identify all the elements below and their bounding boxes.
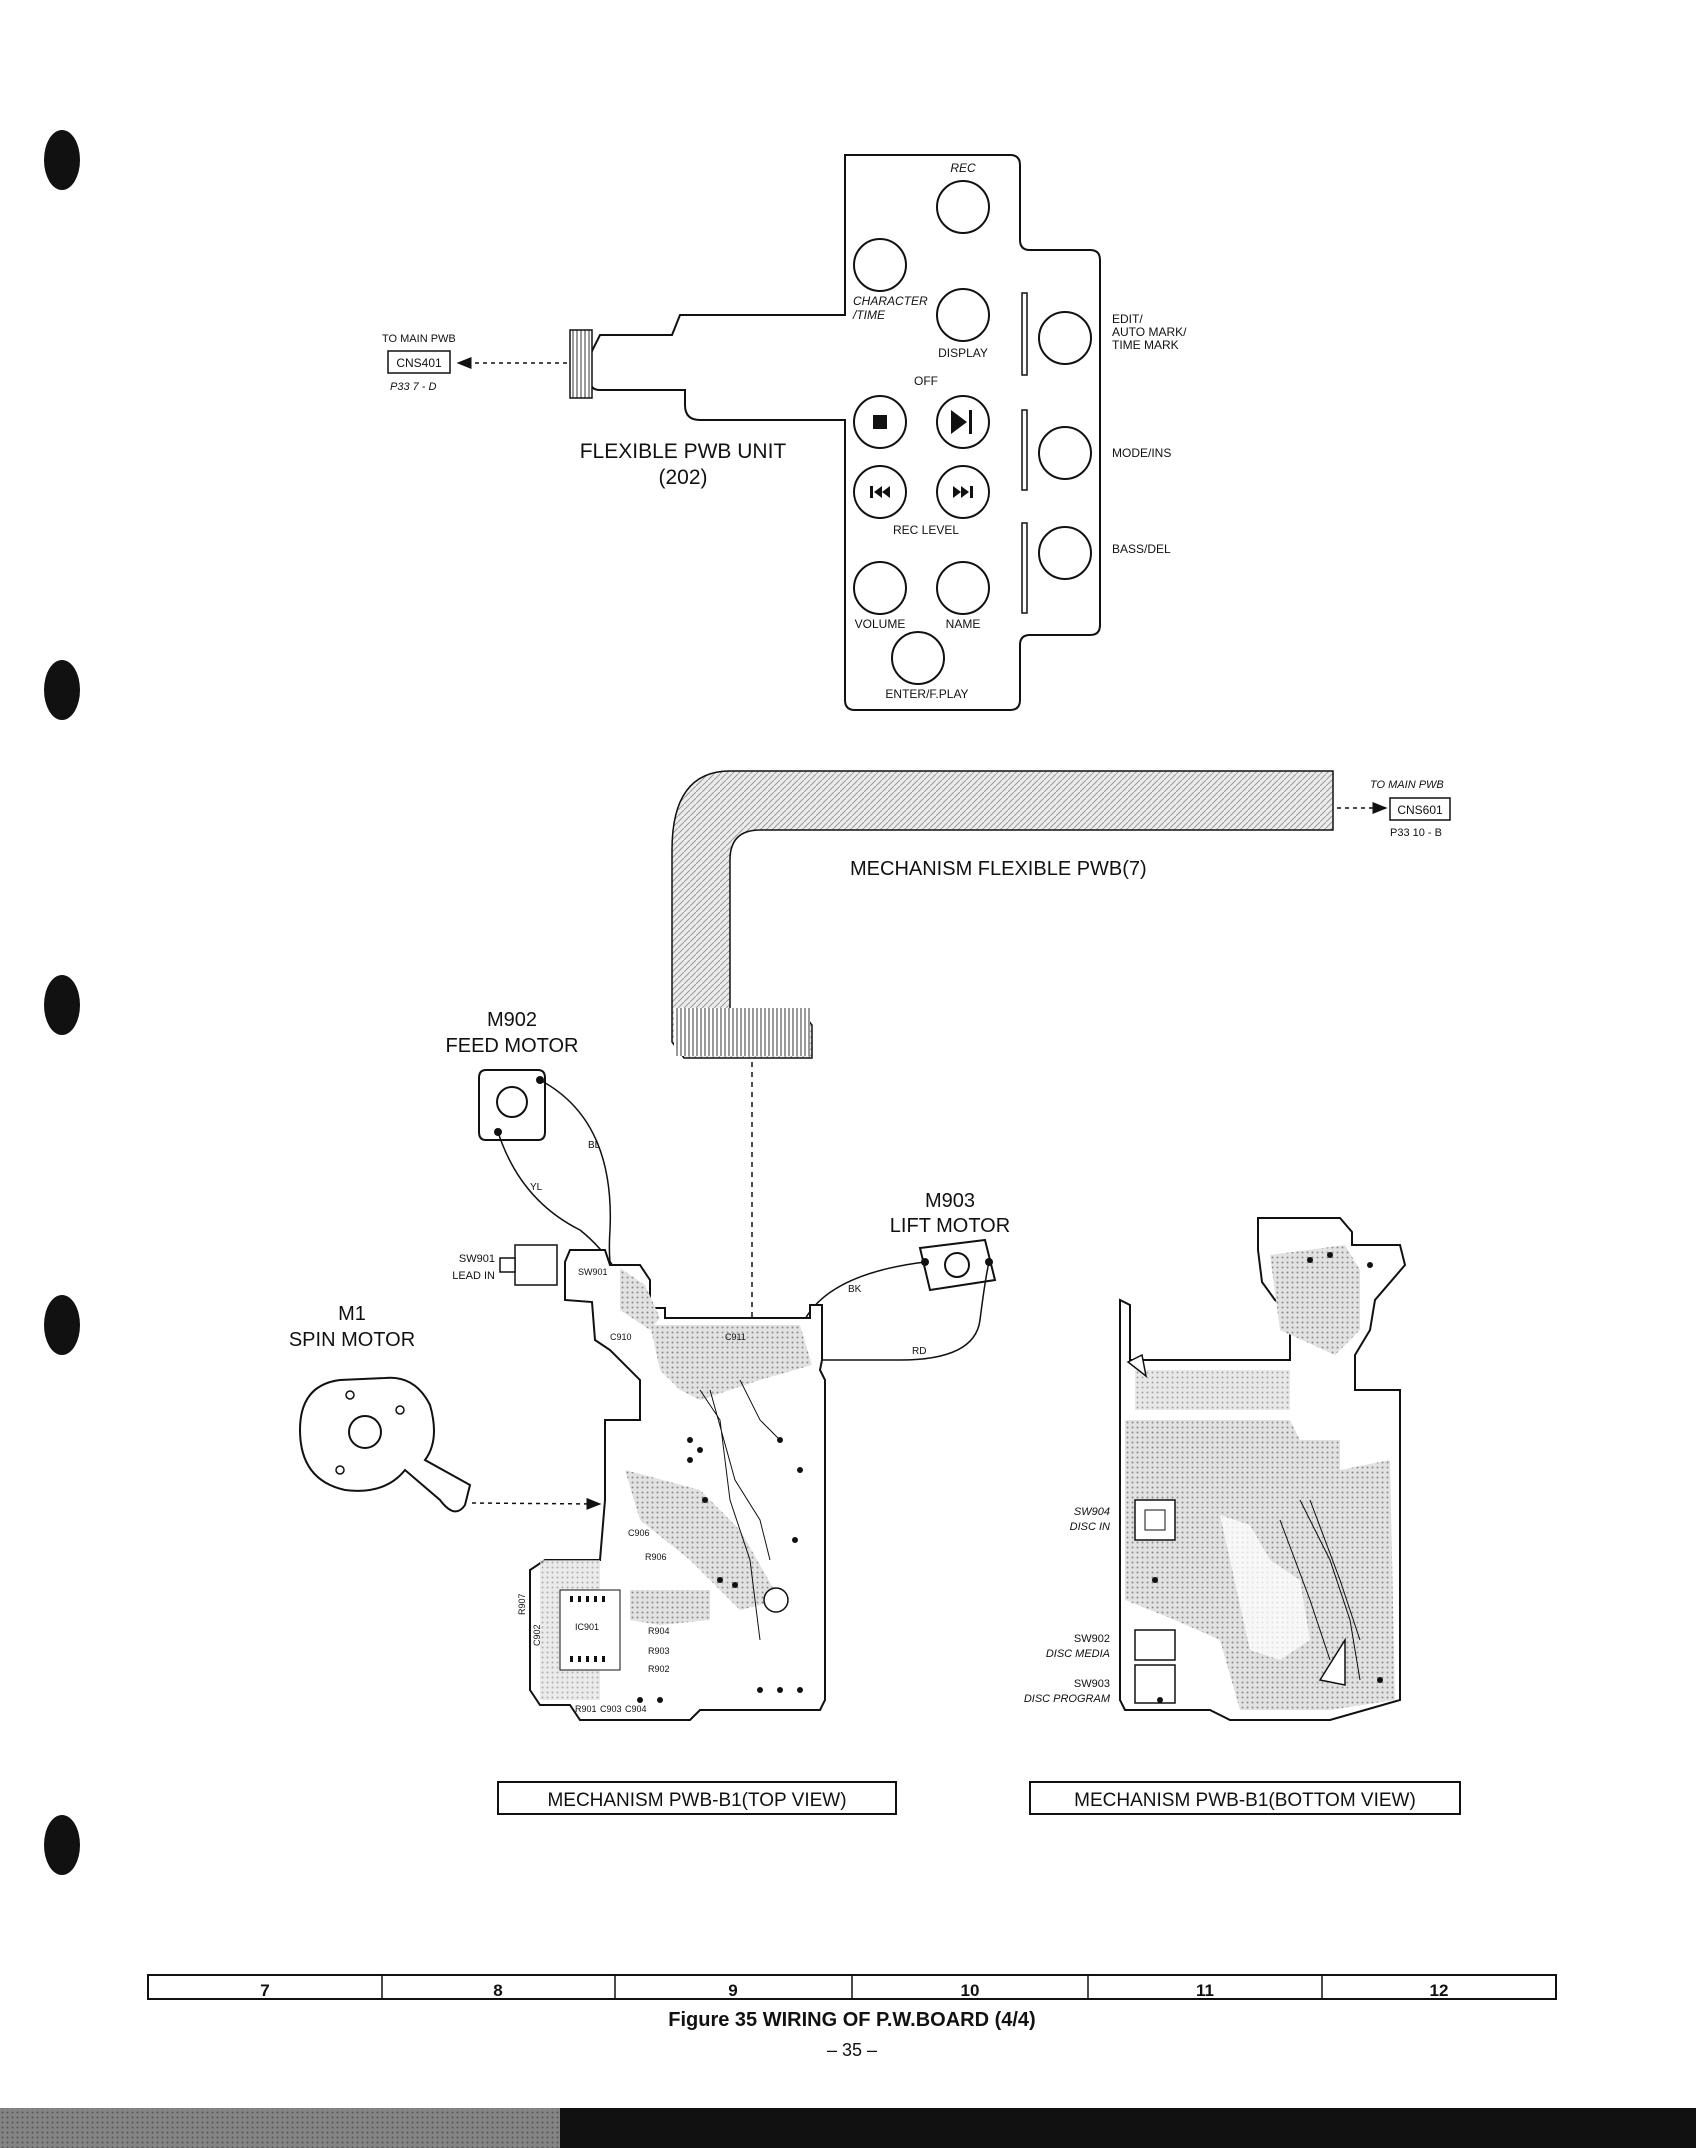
part-r907: R907 [517, 1593, 527, 1615]
scale-cell-7: 7 [260, 1981, 269, 2000]
scan-edge-bar [0, 2108, 1696, 2148]
mechanism-pwb-bottom-view: SW904 DISC IN SW902 DISC MEDIA SW903 DIS… [1024, 1217, 1407, 1721]
volume-button-pad [853, 561, 907, 615]
lift-motor-m903: M903 LIFT MOTOR BK RD [759, 1190, 1010, 1361]
wire-bl-label: BL [588, 1140, 601, 1151]
rec-button-pad [936, 180, 990, 234]
part-r902: R902 [648, 1664, 670, 1674]
grid-reference-scale: 7 8 9 10 11 12 [147, 1974, 1557, 2000]
cns601-name: CNS601 [1397, 803, 1443, 817]
part-c906: C906 [628, 1528, 650, 1538]
forward-button-pad [936, 465, 990, 519]
sw903-label: DISC PROGRAM [1024, 1693, 1111, 1705]
cns601-ref: P33 10 - B [1390, 827, 1442, 839]
mechanism-pwb-top-view: SW901 LEAD IN C910 C911 C906 R906 IC901 … [452, 1244, 826, 1721]
spin-motor-m1: M1 SPIN MOTOR [289, 1303, 602, 1513]
connector-cns601: TO MAIN PWB CNS601 P33 10 - B [1337, 779, 1451, 839]
cns601-to-label: TO MAIN PWB [1370, 779, 1444, 791]
sw904-id: SW904 [1074, 1506, 1110, 1518]
wire-bk-label: BK [848, 1284, 862, 1295]
character-time-label: CHARACTER [853, 294, 928, 308]
scale-cell-11: 11 [1196, 1981, 1214, 2000]
edit-button-pad [1038, 311, 1092, 365]
sw902-label: DISC MEDIA [1046, 1648, 1110, 1660]
play-pause-icon [951, 410, 972, 434]
edit-label-2: AUTO MARK/ [1112, 325, 1187, 339]
rewind-button-pad [853, 465, 907, 519]
mode-ins-label: MODE/INS [1112, 446, 1171, 460]
edit-label-1: EDIT/ [1112, 312, 1143, 326]
bass-del-label: BASS/DEL [1112, 542, 1171, 556]
top-view-title: MECHANISM PWB-B1(TOP VIEW) [547, 1790, 846, 1811]
character-time-button-pad [853, 238, 907, 292]
sw902-id: SW902 [1074, 1633, 1110, 1645]
binder-holes [44, 130, 80, 1875]
m1-id: M1 [338, 1303, 366, 1325]
mechanism-flexible-pwb: MECHANISM FLEXIBLE PWB(7) [671, 770, 1334, 1059]
wire-yl-label: YL [530, 1182, 543, 1193]
m902-id: M902 [487, 1009, 537, 1031]
sw901-id: SW901 [459, 1253, 495, 1265]
flexible-pwb-unit-title: FLEXIBLE PWB UNIT [580, 440, 787, 463]
part-c904: C904 [625, 1704, 647, 1714]
rec-level-label: REC LEVEL [893, 523, 959, 537]
scale-cell-12: 12 [1430, 1981, 1449, 2000]
part-r906: R906 [645, 1552, 667, 1562]
keypad-flexible-pwb: REC CHARACTER /TIME DISPLAY EDIT/ AUTO M… [569, 154, 1187, 711]
part-c911: C911 [725, 1332, 746, 1342]
wire-rd-label: RD [912, 1346, 926, 1357]
name-label: NAME [946, 617, 981, 631]
part-r904: R904 [648, 1626, 670, 1636]
enter-fplay-label: ENTER/F.PLAY [885, 687, 968, 701]
page-number: – 35 – [827, 2040, 877, 2060]
figure-caption: Figure 35 WIRING OF P.W.BOARD (4/4) [668, 2009, 1035, 2031]
part-c910: C910 [610, 1332, 632, 1342]
cns401-name: CNS401 [396, 356, 442, 370]
part-r901: R901 [575, 1704, 597, 1714]
stop-button-pad [853, 395, 907, 449]
scale-cell-10: 10 [961, 1981, 980, 2000]
part-ic901: IC901 [575, 1622, 599, 1632]
sw901-label: LEAD IN [452, 1270, 495, 1282]
volume-label: VOLUME [855, 617, 906, 631]
m903-label: LIFT MOTOR [890, 1215, 1010, 1237]
cns401-to-label: TO MAIN PWB [382, 333, 456, 345]
edit-label-3: TIME MARK [1112, 338, 1179, 352]
scale-cell-9: 9 [728, 1981, 737, 2000]
part-c902: C902 [532, 1624, 542, 1646]
bass-del-button-pad [1038, 526, 1092, 580]
m903-id: M903 [925, 1190, 975, 1212]
view-titles: MECHANISM PWB-B1(TOP VIEW) MECHANISM PWB… [497, 1781, 1461, 1815]
mode-ins-button-pad [1038, 426, 1092, 480]
display-button-pad [936, 288, 990, 342]
m1-label: SPIN MOTOR [289, 1329, 415, 1351]
connector-cns401: TO MAIN PWB CNS401 P33 7 - D [382, 333, 567, 393]
name-button-pad [936, 561, 990, 615]
part-sw901: SW901 [578, 1267, 608, 1277]
feed-motor-m902: M902 FEED MOTOR BL YL [446, 1009, 641, 1341]
cns401-ref: P33 7 - D [390, 381, 437, 393]
scale-cell-8: 8 [493, 1981, 502, 2000]
display-label: DISPLAY [938, 346, 988, 360]
rewind-icon [870, 486, 890, 498]
off-label: OFF [914, 374, 938, 388]
m902-label: FEED MOTOR [446, 1035, 579, 1057]
sw904-label: DISC IN [1070, 1521, 1110, 1533]
enter-button-pad [891, 631, 945, 685]
flexible-pwb-unit-number: (202) [658, 466, 707, 489]
rec-label: REC [950, 161, 976, 175]
forward-icon [953, 486, 973, 498]
sw903-id: SW903 [1074, 1678, 1110, 1690]
part-r903: R903 [648, 1646, 670, 1656]
mechanism-flex-title: MECHANISM FLEXIBLE PWB(7) [850, 858, 1147, 880]
bottom-view-title: MECHANISM PWB-B1(BOTTOM VIEW) [1074, 1790, 1416, 1811]
play-pause-button-pad [936, 395, 990, 449]
character-time-label-2: /TIME [852, 308, 886, 322]
part-c903: C903 [600, 1704, 622, 1714]
stop-icon [873, 415, 887, 429]
